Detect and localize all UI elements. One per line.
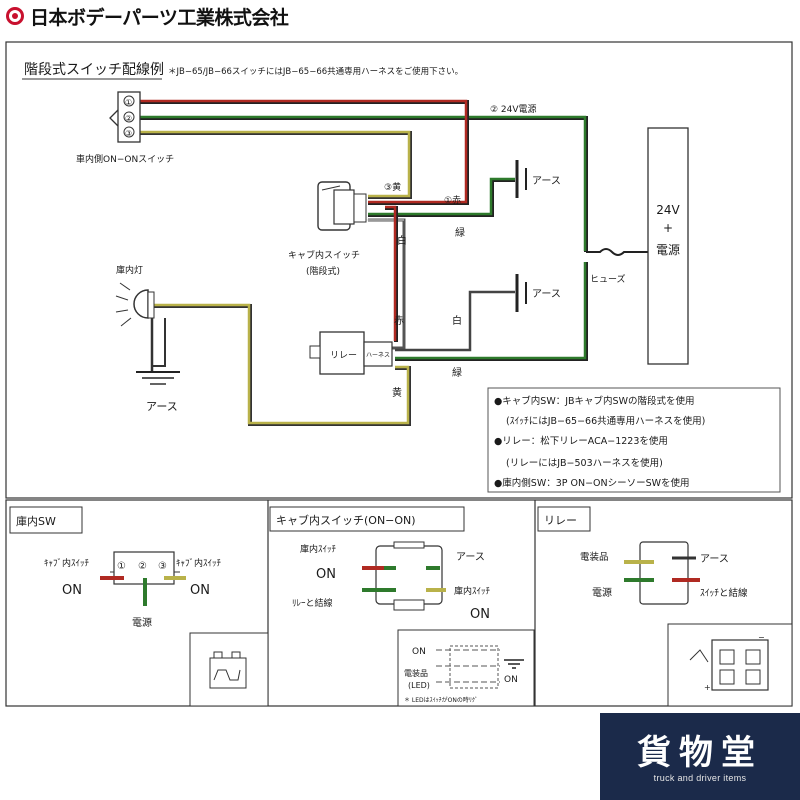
brand-name: 日本ボデーパーツ工業株式会社 (30, 6, 289, 29)
cab-sw-right-on: ON (470, 607, 490, 622)
power-box (647, 127, 689, 365)
cab-switch (317, 181, 367, 231)
cab-sw-right-label: 庫内ｽｲｯﾁ (454, 585, 491, 597)
inset-note: ＊ LEDはｽｲｯﾁがONの時ﾘｸﾞ (404, 696, 478, 704)
store-logo-name: 貨物堂 (637, 733, 763, 773)
cab-switch-connector (362, 541, 446, 611)
relay-earth-label: アース (700, 554, 729, 565)
cabin-lamp-label: 庫内灯 (116, 264, 143, 276)
relay-power-label: 電源 (592, 586, 612, 599)
inset-on-right: ON (504, 675, 518, 685)
earth-symbol-2 (515, 274, 527, 312)
brand-logo-icon (6, 7, 24, 25)
inside-sw-right-label: ｷｬﾌﾞ内ｽｲｯﾁ (176, 557, 222, 569)
earth-symbol-1 (515, 160, 527, 198)
svg-text:−: − (758, 633, 765, 642)
in-car-switch-label: 車内側ON−ONスイッチ (76, 153, 174, 165)
cab-switch-label: キャブ内スイッチ (288, 249, 360, 261)
label-green-2: 緑 (452, 366, 462, 379)
inside-sw-left-label: ｷｬﾌﾞ内ｽｲｯﾁ (44, 557, 90, 569)
pin-3-label: ③ (158, 561, 167, 572)
cab-sw-left-top: 庫内ｽｲｯﾁ (300, 543, 337, 555)
led-switch-schematic (436, 645, 524, 689)
pin-2-label: ② (138, 561, 147, 572)
earth-label-1: アース (532, 176, 561, 187)
terminal-3-label: ③ (125, 129, 132, 138)
fuse-symbol (586, 248, 648, 256)
wire-green-earth (368, 177, 515, 216)
wire-green-24v (140, 115, 587, 251)
label-yellow-relay: 黄 (392, 386, 402, 399)
diagram-note: ＊JB−65/JB−66スイッチにはJB−65−66共通専用ハーネスをご使用下さ… (168, 66, 463, 77)
wire-green-24v-shadow (140, 116, 588, 252)
panel-cab-switch-title: キャブ内スイッチ(ON−ON) (276, 513, 416, 527)
wire-yellow-3 (140, 130, 411, 198)
earth-label-2: アース (532, 289, 561, 300)
panel-relay-title: リレー (544, 514, 577, 527)
label-white-2: 白 (452, 314, 462, 327)
inset-led: (LED) (408, 681, 430, 690)
inset-device: 電装品 (404, 668, 428, 678)
wire-white-earth2 (395, 290, 515, 352)
cab-sw-left-on: ON (316, 567, 336, 582)
note-2: (ｽｲｯﾁにはJB−65−66共通専用ハーネスを使用) (506, 415, 705, 427)
fuse-label: ヒューズ (590, 273, 626, 285)
relay-body (309, 331, 393, 375)
inside-sw-right-on: ON (190, 583, 210, 598)
rocker-switch-icon (209, 651, 247, 689)
relay-connector (624, 541, 700, 605)
ground-label: アース (146, 400, 178, 413)
pin-1-label: ① (117, 561, 126, 572)
relay-label: リレー (330, 351, 357, 361)
cabin-lamp-icon (115, 282, 155, 327)
inside-sw-inset (189, 632, 269, 707)
note-4: (リレーにはJB−503ハーネスを使用) (506, 457, 663, 469)
cab-switch-sub: (階段式) (306, 265, 340, 277)
relay-schematic-icon: + − (689, 633, 769, 692)
terminal-2-label: ② (125, 114, 132, 123)
inside-sw-left-on: ON (62, 583, 82, 598)
power-box-24v: 24V (656, 203, 680, 217)
inside-sw-connector (100, 551, 186, 606)
wire-red-relay (385, 205, 397, 341)
power-box-plus: + (663, 221, 673, 235)
relay-device-label: 電装品 (580, 551, 609, 563)
terminal-1-label: ① (125, 98, 132, 107)
note-1: ●キャブ内SW：JBキャブ内SWの階段式を使用 (494, 395, 694, 407)
diagram-title: 階段式スイッチ配線例 (24, 62, 164, 78)
in-car-switch (109, 91, 141, 143)
cab-sw-inset (397, 629, 535, 707)
label-yellow-3: ③黄 (384, 181, 401, 193)
main-diagram-frame (5, 41, 793, 499)
label-24v: ② 24V電源 (490, 104, 537, 115)
store-logo: 貨物堂 truck and driver items (600, 713, 800, 800)
inside-sw-power: 電源 (132, 616, 152, 629)
brand-header: 日本ボデーパーツ工業株式会社 (6, 4, 289, 29)
panel-inside-sw-title: 庫内SW (16, 514, 56, 528)
label-green-1: 緑 (455, 226, 465, 239)
store-logo-tagline: truck and driver items (653, 773, 747, 783)
label-white-1: 白 (397, 234, 407, 247)
notes-box (487, 387, 781, 493)
cab-sw-right-top: アース (456, 552, 485, 563)
wire-green-relay-power (395, 262, 587, 360)
ground-symbol (136, 371, 180, 385)
relay-switch-link-label: ｽｲｯﾁと結線 (700, 587, 748, 599)
label-red-1: ①赤 (444, 195, 461, 206)
cab-sw-left-bottom: ﾘﾚｰと結線 (292, 597, 333, 609)
label-red-2: 赤 (394, 315, 404, 327)
wire-red-1 (140, 99, 468, 204)
inset-on-left: ON (412, 647, 426, 657)
harness-label: ハーネス (366, 352, 390, 359)
power-box-label: 電源 (656, 243, 680, 257)
note-3: ●リレー：松下リレーACA−1223を使用 (494, 435, 668, 447)
note-5: ●庫内側SW：3P ON−ONシーソーSWを使用 (494, 477, 690, 489)
wire-yellow-lamp (148, 303, 410, 425)
svg-text:+: + (704, 683, 711, 692)
